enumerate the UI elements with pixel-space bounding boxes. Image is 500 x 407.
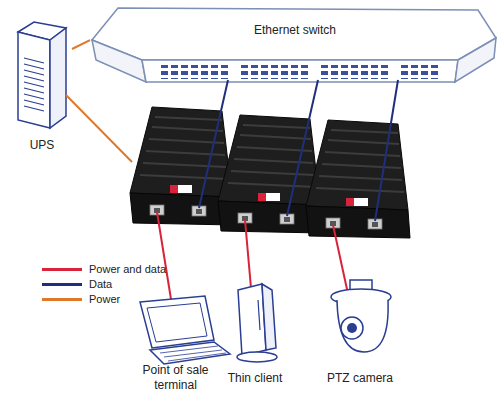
camera-dome xyxy=(337,300,388,352)
legend-row: Data xyxy=(42,277,182,292)
switch-ports xyxy=(320,65,390,79)
legend-text: Power and data xyxy=(89,262,166,277)
thin-client-side xyxy=(262,284,276,350)
node-label: UPS xyxy=(12,138,72,153)
pos-screen xyxy=(147,303,207,342)
ups-front xyxy=(18,32,50,128)
data-wire xyxy=(375,80,398,221)
switch-front xyxy=(142,60,458,82)
power-connector xyxy=(72,40,90,49)
switch-ports xyxy=(160,65,230,79)
camera-lens-core xyxy=(347,323,357,333)
ups-vents xyxy=(24,58,44,111)
device-node: Point of sale terminal xyxy=(118,295,233,403)
pos-monitor xyxy=(140,296,214,348)
switch-top xyxy=(92,8,496,60)
pos-keyboard xyxy=(150,342,230,364)
switch-side xyxy=(92,40,146,82)
legend-row: Power xyxy=(42,292,182,307)
thin-client-base xyxy=(237,352,277,362)
poe-injector xyxy=(306,120,410,238)
node-label: PTZ camera xyxy=(308,371,412,386)
node-label: Ethernet switch xyxy=(195,23,395,38)
ups-side xyxy=(50,28,66,128)
legend-swatch xyxy=(42,298,82,301)
thin-client-front xyxy=(238,284,266,356)
data-wire xyxy=(287,80,318,216)
legend-text: Data xyxy=(89,277,112,292)
camera-lens xyxy=(341,317,363,339)
switch-node: Ethernet switch xyxy=(90,5,500,83)
legend: Power and dataDataPower xyxy=(42,262,182,307)
switch-ports xyxy=(240,65,310,79)
node-label: Point of sale terminal xyxy=(131,363,221,393)
legend-row: Power and data xyxy=(42,262,182,277)
pos-keys xyxy=(160,346,226,361)
power-data-wire xyxy=(245,220,251,288)
thin-client-slot xyxy=(258,300,260,330)
legend-swatch xyxy=(42,268,82,271)
legend-swatch xyxy=(42,283,82,286)
node-label: Thin client xyxy=(215,371,295,386)
switch-side xyxy=(455,38,496,82)
power-wire xyxy=(66,95,132,162)
legend-text: Power xyxy=(89,292,120,307)
device-node: Thin client xyxy=(215,283,295,388)
ups-node: UPS xyxy=(12,22,72,157)
device-node: PTZ camera xyxy=(308,270,412,388)
switch-ports xyxy=(400,65,440,79)
data-wire xyxy=(199,80,228,208)
